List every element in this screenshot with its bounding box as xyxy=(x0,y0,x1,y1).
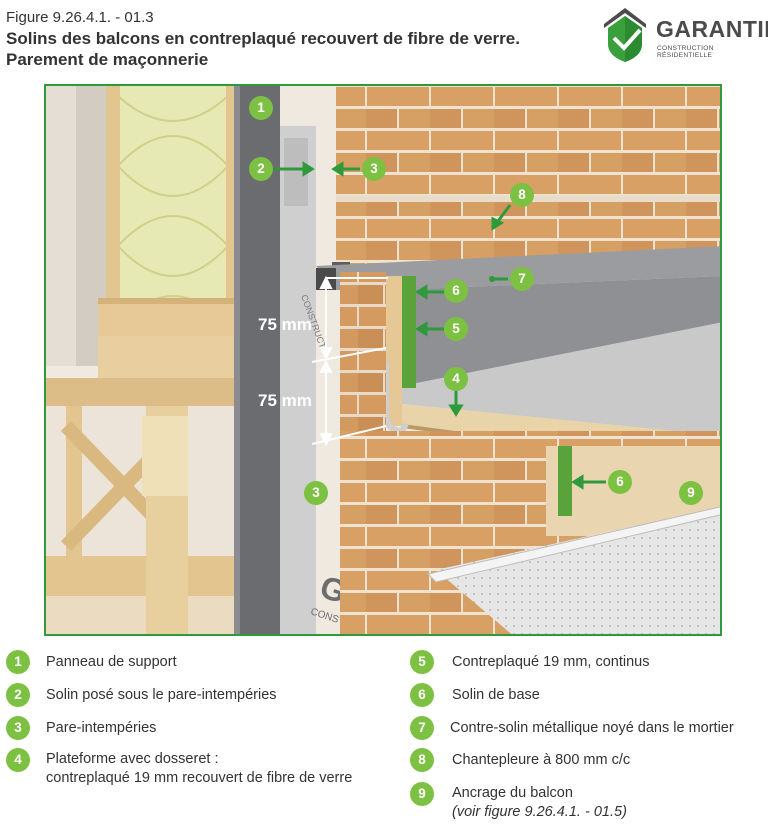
legend-text-4: Plateforme avec dosseret : xyxy=(46,751,219,767)
figure-header: Figure 9.26.4.1. - 01.3 Solins des balco… xyxy=(6,8,586,70)
legend-text-8: Chantepleure à 800 mm c/c xyxy=(452,752,631,768)
figure-title-line-1: Solins des balcons en contreplaqué recou… xyxy=(6,29,520,48)
garantie-logo: GARANTIE CONSTRUCTION RÉSIDENTIELLE xyxy=(600,4,768,66)
figure-title-line-2: Parement de maçonnerie xyxy=(6,50,209,69)
legend-bullet-4: 4 xyxy=(6,748,30,772)
legend-text-2: Solin posé sous le pare-intempéries xyxy=(46,687,277,703)
callout-3-top: 3 xyxy=(362,157,386,181)
legend-text-9-line-2: (voir figure 9.26.4.1. - 01.5) xyxy=(452,804,627,820)
legend-text-7: Contre-solin métallique noyé dans le mor… xyxy=(450,720,734,736)
callout-3-bottom: 3 xyxy=(304,481,328,505)
legend-bullet-8: 8 xyxy=(410,748,434,772)
legend-text-3: Pare-intempéries xyxy=(46,720,157,736)
callout-7: 7 xyxy=(510,267,534,291)
dimension-upper-label: 75 mm xyxy=(258,315,312,334)
logo-subtitle: CONSTRUCTION RÉSIDENTIELLE xyxy=(657,45,714,59)
legend-text-9: Ancrage du balcon xyxy=(452,785,573,801)
house-shield-icon xyxy=(604,8,646,62)
callout-4: 4 xyxy=(444,367,468,391)
figure-number: Figure 9.26.4.1. - 01.3 xyxy=(6,9,154,26)
callout-6-top: 6 xyxy=(444,279,468,303)
callout-6-bottom: 6 xyxy=(608,470,632,494)
callout-9: 9 xyxy=(679,481,703,505)
legend-bullet-2: 2 xyxy=(6,683,30,707)
legend-bullet-3: 3 xyxy=(6,716,30,740)
logo-brand: GARANTIE xyxy=(656,16,768,42)
legend-text-6: Solin de base xyxy=(452,687,540,703)
balcony-flashing-diagram: GA CONSTRUCTI CONSTRUCT xyxy=(44,84,722,636)
legend-text-5: Contreplaqué 19 mm, continus xyxy=(452,654,650,670)
legend-text-1: Panneau de support xyxy=(46,654,177,670)
legend-bullet-7: 7 xyxy=(410,716,434,740)
legend-bullet-6: 6 xyxy=(410,683,434,707)
callout-5: 5 xyxy=(444,317,468,341)
callout-1: 1 xyxy=(249,96,273,120)
legend-bullet-9: 9 xyxy=(410,782,434,806)
legend-bullet-1: 1 xyxy=(6,650,30,674)
diagram-illustration: GA CONSTRUCTI CONSTRUCT xyxy=(46,86,720,634)
legend-bullet-5: 5 xyxy=(410,650,434,674)
callout-8: 8 xyxy=(510,183,534,207)
callout-2: 2 xyxy=(249,157,273,181)
legend-text-4-line-2: contreplaqué 19 mm recouvert de fibre de… xyxy=(46,770,353,786)
dimension-lower-label: 75 mm xyxy=(258,391,312,410)
